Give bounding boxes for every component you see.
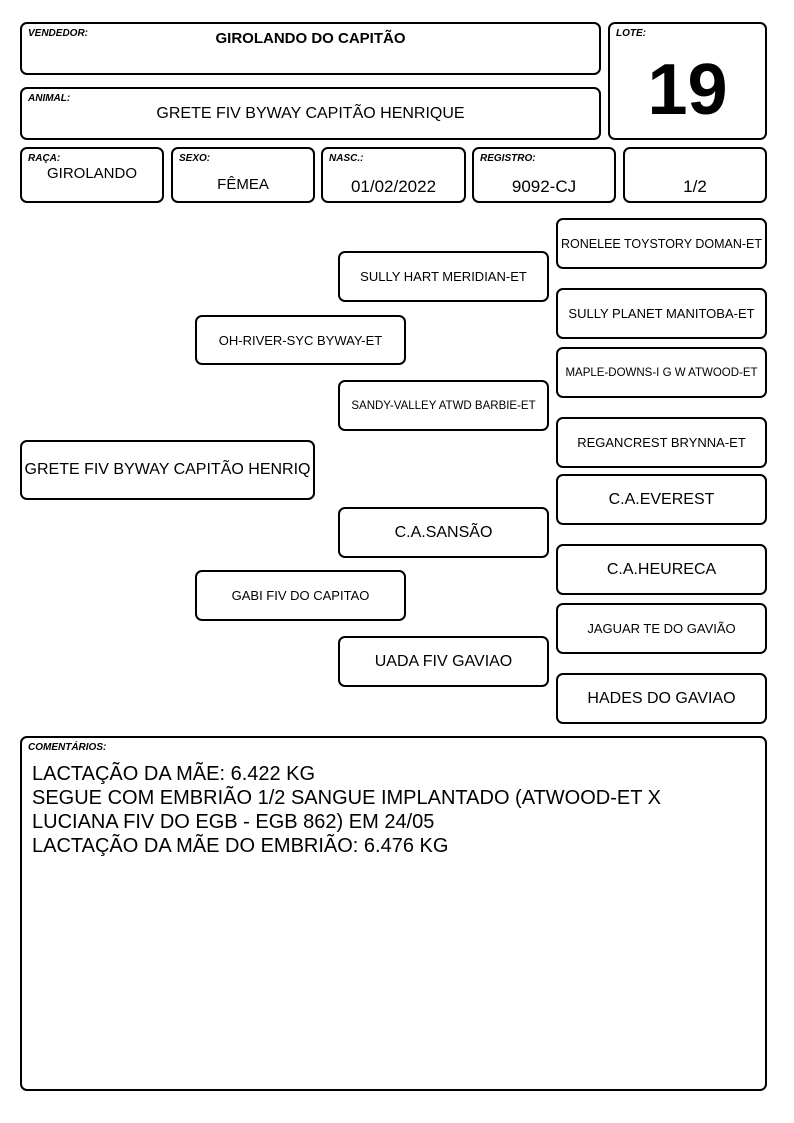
animal-box: ANIMAL: GRETE FIV BYWAY CAPITÃO HENRIQUE (20, 87, 601, 140)
pedigree-dd-sire: JAGUAR TE DO GAVIÃO (556, 603, 767, 654)
pedigree-animal: GRETE FIV BYWAY CAPITÃO HENRIQ (20, 440, 315, 500)
lote-label: LOTE: (616, 28, 646, 39)
registro-label: REGISTRO: (480, 153, 536, 164)
pedigree-dd-dam: HADES DO GAVIAO (556, 673, 767, 724)
raca-box: RAÇA: GIROLANDO (20, 147, 164, 203)
nasc-value: 01/02/2022 (350, 177, 437, 196)
grau-sangue-value: 1/2 (683, 177, 707, 196)
vendedor-value: GIROLANDO DO CAPITÃO (215, 30, 406, 47)
vendedor-label: VENDEDOR: (28, 28, 89, 39)
pedigree-ss-sire: RONELEE TOYSTORY DOMAN-ET (556, 218, 767, 269)
comentarios-box: COMENTÁRIOS: LACTAÇÃO DA MÃE: 6.422 KG S… (20, 736, 767, 1091)
pedigree-ds-sire: C.A.EVEREST (556, 474, 767, 525)
pedigree-ss-dam: SULLY PLANET MANITOBA-ET (556, 288, 767, 339)
comentarios-label: COMENTÁRIOS: (28, 742, 107, 753)
sexo-box: SEXO: FÊMEA (171, 147, 315, 203)
lote-value: 19 (647, 50, 728, 130)
pedigree-sire-sire: SULLY HART MERIDIAN-ET (338, 251, 549, 302)
nasc-box: NASC.: 01/02/2022 (321, 147, 466, 203)
pedigree-sd-dam: REGANCREST BRYNNA-ET (556, 417, 767, 468)
sexo-value: FÊMEA (217, 176, 269, 193)
pedigree-sd-sire: MAPLE-DOWNS-I G W ATWOOD-ET (556, 347, 767, 398)
pedigree-dam-sire: C.A.SANSÃO (338, 507, 549, 558)
pedigree-sire: OH-RIVER-SYC BYWAY-ET (195, 315, 406, 365)
sexo-label: SEXO: (179, 153, 211, 164)
animal-value: GRETE FIV BYWAY CAPITÃO HENRIQUE (156, 105, 465, 122)
nasc-label: NASC.: (329, 153, 364, 164)
raca-value: GIROLANDO (46, 165, 137, 182)
pedigree-sire-dam: SANDY-VALLEY ATWD BARBIE-ET (338, 380, 549, 431)
raca-label: RAÇA: (28, 153, 61, 164)
lote-box: LOTE: 19 (608, 22, 767, 140)
comentarios-text: LACTAÇÃO DA MÃE: 6.422 KG SEGUE COM EMBR… (32, 763, 661, 857)
grau-sangue-box: 1/2 (623, 147, 767, 203)
pedigree-dam-dam: UADA FIV GAVIAO (338, 636, 549, 687)
registro-box: REGISTRO: 9092-CJ (472, 147, 616, 203)
pedigree-dam: GABI FIV DO CAPITAO (195, 570, 406, 621)
animal-label: ANIMAL: (28, 93, 71, 104)
registro-value: 9092-CJ (511, 177, 577, 196)
pedigree-ds-dam: C.A.HEURECA (556, 544, 767, 595)
vendedor-box: VENDEDOR: GIROLANDO DO CAPITÃO (20, 22, 601, 75)
